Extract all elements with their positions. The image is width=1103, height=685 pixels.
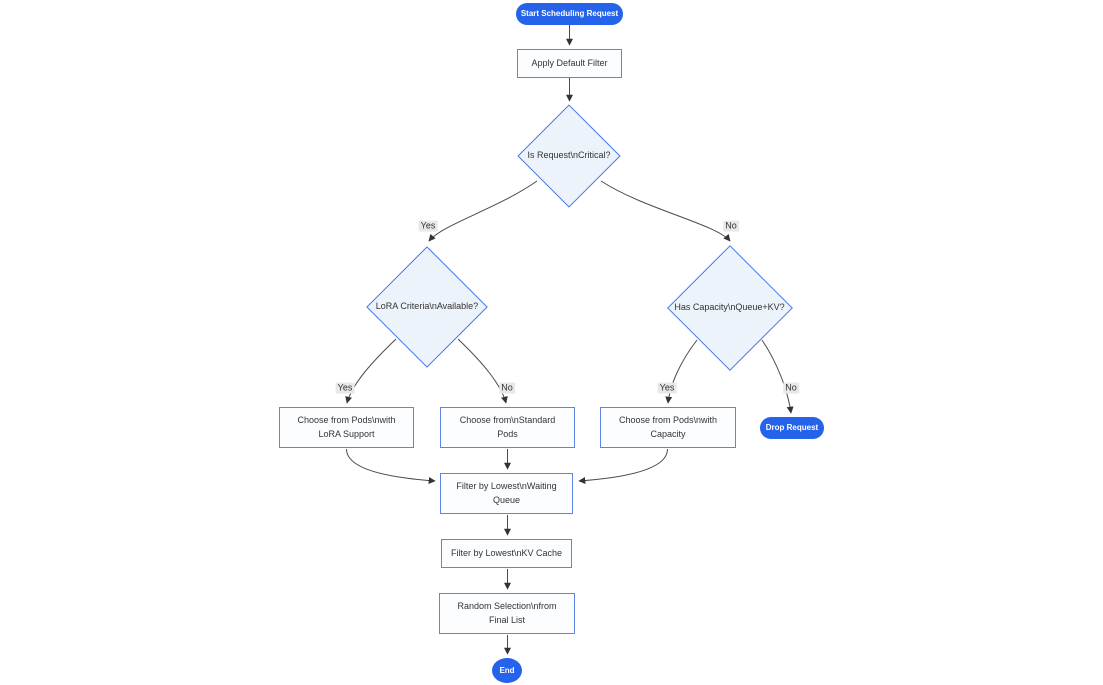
node-choose-pods-lora-label: Choose from Pods\nwith LoRA Support	[297, 415, 396, 439]
node-is-request-critical-label: Is Request\nCritical?	[527, 150, 611, 161]
node-has-capacity-queue-kv: Has Capacity\nQueue+KV?	[666, 244, 793, 371]
edge-label-critical-yes: Yes	[418, 220, 438, 232]
node-filter-waiting-queue: Filter by Lowest\nWaiting Queue	[440, 473, 573, 514]
node-drop-request: Drop Request	[760, 417, 824, 439]
node-filter-kv-cache: Filter by Lowest\nKV Cache	[441, 539, 572, 568]
node-end: End	[492, 658, 522, 683]
edge-choose-capacity-to-filter-waiting	[578, 448, 668, 485]
node-filter-kv-cache-label: Filter by Lowest\nKV Cache	[450, 547, 563, 558]
edge-is-critical-no-to-has-capacity	[600, 180, 731, 242]
node-choose-pods-capacity: Choose from Pods\nwith Capacity	[600, 407, 736, 448]
node-choose-pods-lora: Choose from Pods\nwith LoRA Support	[279, 407, 414, 448]
node-apply-default-filter-label: Apply Default Filter	[531, 57, 608, 68]
node-apply-default-filter: Apply Default Filter	[517, 49, 622, 78]
node-start: Start Scheduling Request	[516, 3, 623, 25]
node-choose-standard-pods: Choose from\nStandard Pods	[440, 407, 575, 448]
edge-choose-pods-lora-to-filter-waiting	[346, 448, 436, 485]
edge-label-lora-no: No	[499, 382, 515, 394]
node-has-capacity-queue-kv-label: Has Capacity\nQueue+KV?	[674, 301, 785, 312]
node-start-label: Start Scheduling Request	[520, 9, 619, 18]
node-choose-pods-capacity-label: Choose from Pods\nwith Capacity	[618, 415, 718, 439]
edge-capacity-no-to-drop-request	[761, 339, 794, 414]
edge-label-critical-no: No	[723, 220, 739, 232]
node-is-request-critical: Is Request\nCritical?	[517, 104, 621, 208]
node-filter-waiting-queue-label: Filter by Lowest\nWaiting Queue	[456, 481, 557, 505]
edge-label-lora-yes: Yes	[335, 382, 355, 394]
edge-is-critical-yes-to-lora-criteria	[428, 180, 538, 242]
node-random-selection: Random Selection\nfrom Final List	[439, 593, 575, 634]
edge-lora-no-to-choose-standard	[457, 338, 508, 404]
node-end-label: End	[499, 665, 515, 675]
edge-capacity-yes-to-choose-capacity	[665, 339, 698, 404]
edge-label-capacity-no: No	[783, 382, 799, 394]
node-random-selection-label: Random Selection\nfrom Final List	[457, 601, 557, 625]
edge-lora-yes-to-choose-pods-lora	[345, 338, 397, 404]
node-lora-criteria-available: LoRA Criteria\nAvailable?	[366, 246, 488, 368]
node-lora-criteria-available-label: LoRA Criteria\nAvailable?	[375, 301, 479, 312]
node-choose-standard-pods-label: Choose from\nStandard Pods	[459, 415, 556, 439]
node-drop-request-label: Drop Request	[765, 423, 819, 432]
edge-label-capacity-yes: Yes	[657, 382, 677, 394]
